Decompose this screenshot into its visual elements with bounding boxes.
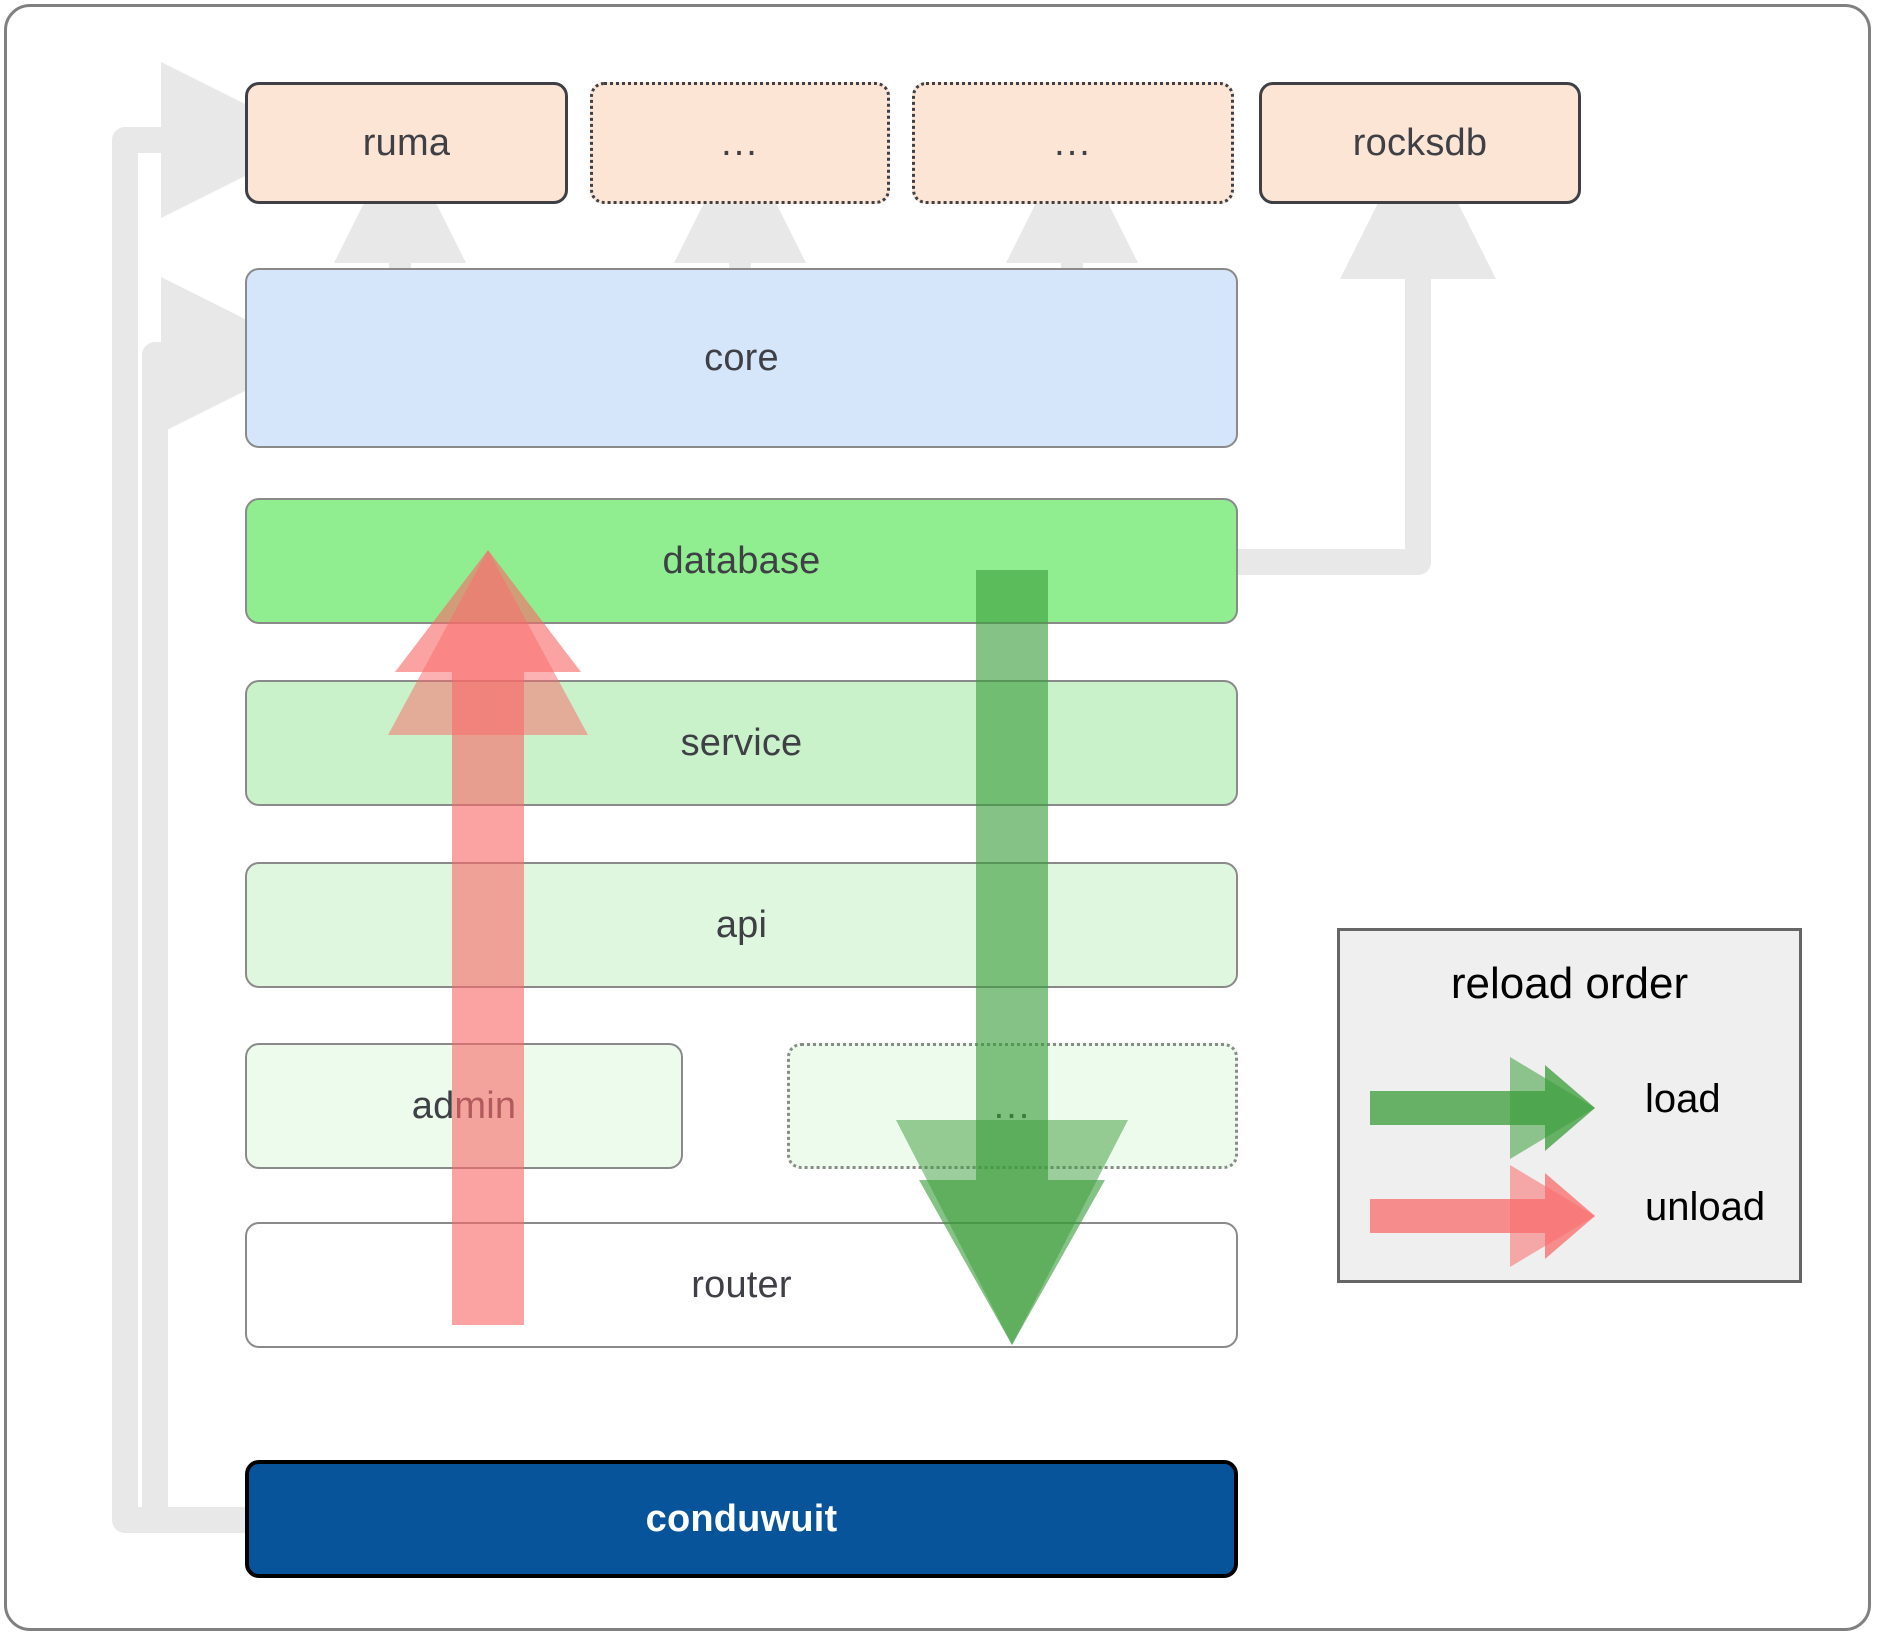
node-ruma[interactable]: ruma <box>245 82 568 204</box>
node-service[interactable]: service <box>245 680 1238 806</box>
unload-legend-arrow-icon <box>1370 1165 1595 1267</box>
node-ruma-label: ruma <box>362 121 451 164</box>
legend-row-unload: unload <box>1340 1165 1799 1267</box>
legend-panel: reload order load unload <box>1337 928 1802 1283</box>
node-admin-label: admin <box>411 1084 517 1127</box>
node-external-placeholder-2[interactable]: ... <box>912 82 1234 204</box>
node-core[interactable]: core <box>245 268 1238 448</box>
node-rocksdb-label: rocksdb <box>1352 121 1488 164</box>
legend-row-load: load <box>1340 1057 1799 1159</box>
node-layer-placeholder[interactable]: ... <box>787 1043 1238 1169</box>
node-api[interactable]: api <box>245 862 1238 988</box>
node-layer-placeholder-label: ... <box>993 1084 1032 1127</box>
node-router-label: router <box>691 1263 792 1306</box>
legend-title: reload order <box>1450 959 1689 1008</box>
node-external-placeholder-1[interactable]: ... <box>590 82 890 204</box>
node-external-placeholder-2-label: ... <box>1054 121 1092 164</box>
node-database-label: database <box>662 539 821 582</box>
node-service-label: service <box>680 721 803 764</box>
node-admin[interactable]: admin <box>245 1043 683 1169</box>
legend-unload-label: unload <box>1645 1185 1766 1229</box>
node-router[interactable]: router <box>245 1222 1238 1348</box>
node-conduwuit-label: conduwuit <box>645 1497 838 1540</box>
node-api-label: api <box>715 903 768 946</box>
legend-load-label: load <box>1645 1077 1721 1121</box>
load-legend-arrow-icon <box>1370 1057 1595 1159</box>
node-conduwuit[interactable]: conduwuit <box>245 1460 1238 1578</box>
node-external-placeholder-1-label: ... <box>721 121 759 164</box>
diagram-outer-frame <box>4 4 1871 1631</box>
node-database[interactable]: database <box>245 498 1238 624</box>
node-rocksdb[interactable]: rocksdb <box>1259 82 1581 204</box>
node-core-label: core <box>704 336 779 379</box>
